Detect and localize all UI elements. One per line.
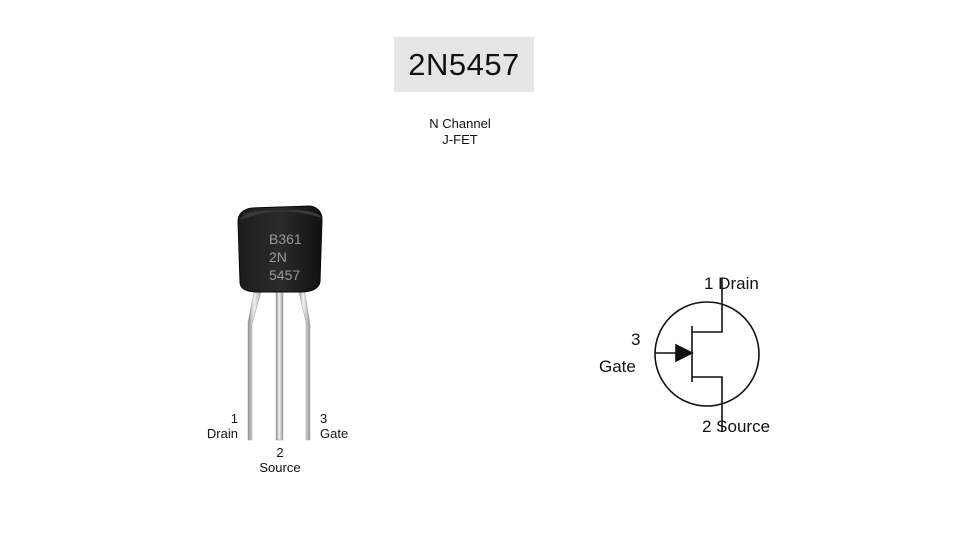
pin-1-name: Drain bbox=[206, 426, 238, 441]
symbol-source-label: 2 Source bbox=[702, 417, 770, 436]
symbol-gate-name: Gate bbox=[599, 357, 636, 376]
symbol-drain-label: 1 Drain bbox=[704, 274, 759, 293]
subtitle-line-1: N Channel bbox=[429, 116, 491, 131]
pin-1-number: 1 bbox=[230, 411, 238, 426]
package-top bbox=[240, 210, 322, 220]
lead-drain bbox=[247, 287, 263, 441]
symbol-gate-number: 3 bbox=[631, 330, 640, 349]
pin-label-gate: 3 Gate bbox=[320, 411, 362, 441]
pin-label-drain: 1 Drain bbox=[196, 411, 238, 441]
marking-line-3: 5457 bbox=[269, 267, 300, 283]
jfet-symbol bbox=[654, 278, 760, 432]
lead-gate bbox=[297, 287, 311, 441]
symbol-circle bbox=[654, 301, 760, 407]
gate-arrow bbox=[675, 343, 694, 363]
pin-label-source: 2 Source bbox=[250, 445, 310, 475]
title-box: 2N5457 bbox=[394, 37, 534, 92]
pin-3-name: Gate bbox=[320, 426, 349, 441]
pin-2-name: Source bbox=[259, 460, 301, 475]
marking-line-2: 2N bbox=[269, 249, 287, 265]
pin-3-number: 3 bbox=[320, 411, 328, 426]
source-wire bbox=[692, 376, 723, 432]
marking-line-1: B361 bbox=[269, 231, 302, 247]
pin-2-number: 2 bbox=[276, 445, 284, 460]
to92-package: B361 2N 5457 bbox=[237, 205, 323, 441]
subtitle-line-2: J-FET bbox=[442, 132, 478, 147]
part-number-title: 2N5457 bbox=[408, 46, 520, 82]
package-body bbox=[237, 205, 323, 293]
subtitle: N Channel J-FET bbox=[380, 116, 540, 148]
drain-wire bbox=[692, 278, 723, 333]
lead-source bbox=[275, 287, 284, 441]
